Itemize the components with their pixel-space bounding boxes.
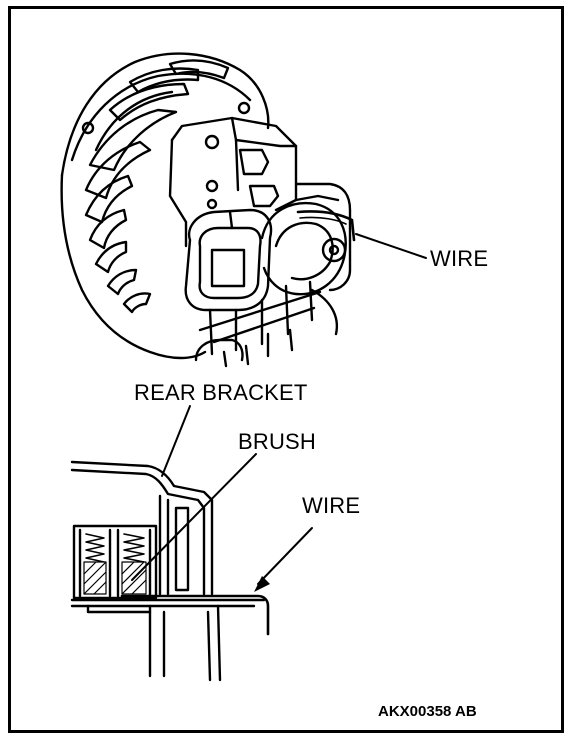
bottom-wire-leader [257, 527, 313, 585]
top-wire-label: WIRE [430, 246, 489, 271]
rear-bracket-label: REAR BRACKET [134, 380, 308, 405]
brush-label: BRUSH [238, 429, 317, 454]
rear-bracket-leader [161, 405, 191, 477]
bottom-wire-arrowhead [254, 576, 270, 592]
figure-code: AKX00358 AB [378, 703, 477, 720]
brush-leader [131, 453, 257, 581]
brush-hatching [83, 561, 147, 595]
brush-section-illustration [70, 460, 270, 682]
alternator-body-illustration [60, 52, 356, 368]
top-wire-leader [355, 233, 427, 259]
bottom-wire-label: WIRE [302, 493, 361, 518]
